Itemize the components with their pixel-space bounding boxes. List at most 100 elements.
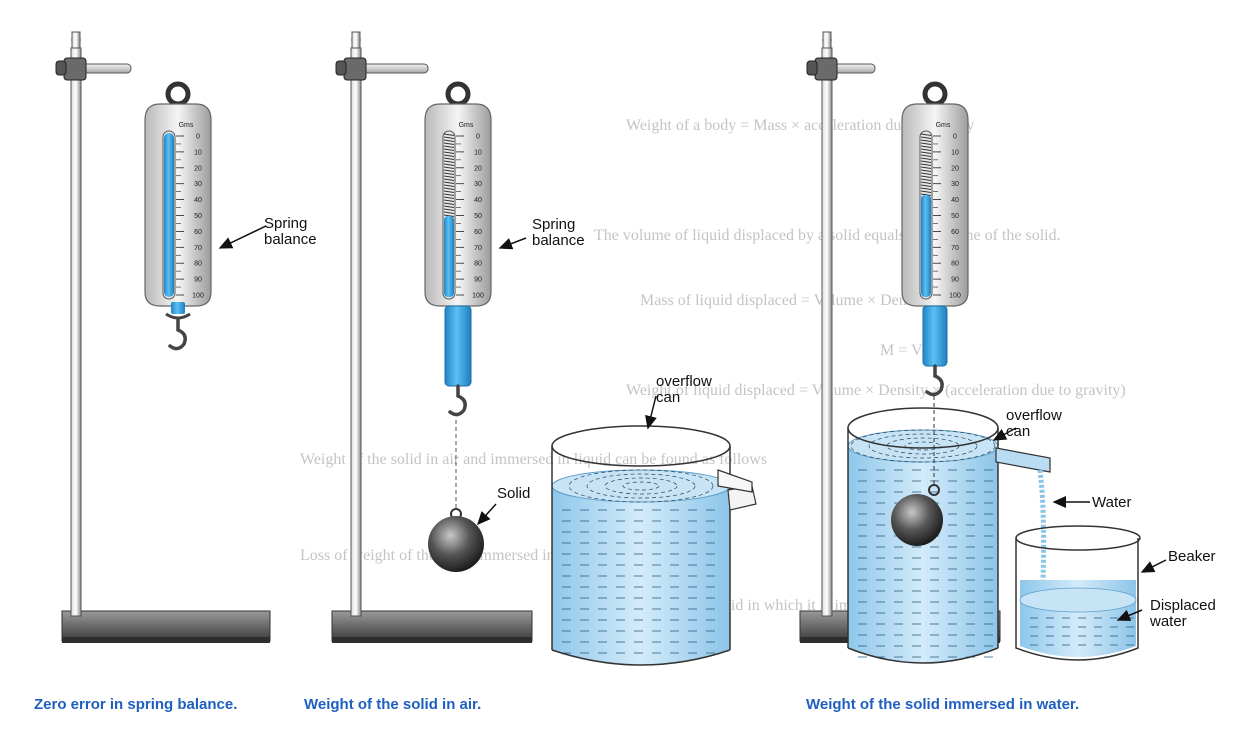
p2-tick-label: 90 [474, 277, 482, 284]
p1-collar [165, 312, 191, 320]
p2-tick-label: 50 [474, 213, 482, 220]
p3-hanging-ring [922, 81, 948, 107]
p2-unit-label: Gms [459, 122, 474, 129]
p3-tick-label: 70 [951, 245, 959, 252]
p2-tick-label: 30 [474, 181, 482, 188]
can1-water-dashes [562, 509, 715, 654]
p1-hanging-ring [165, 81, 191, 107]
p2-tick-label: 40 [474, 197, 482, 204]
p2-rod-top [351, 31, 361, 49]
p3-balance-body [901, 103, 969, 307]
p1-tick-label: 70 [194, 245, 202, 252]
p1-tick-label: 100 [192, 293, 204, 300]
p1-balance-body [144, 103, 212, 307]
p2-indicator [444, 216, 454, 297]
p3-tick-label: 10 [951, 149, 959, 156]
can1-ripple [622, 481, 660, 491]
background-text-line: Mass of liquid displaced = Volume × Dens… [640, 292, 930, 309]
p2-tick-label: 60 [474, 229, 482, 236]
p1-hook [168, 318, 187, 351]
can1-water-body [552, 486, 730, 665]
p2-solid-label: Solid [497, 485, 530, 502]
p2-balance-body [424, 103, 492, 307]
p2-tick-label: 100 [472, 293, 484, 300]
p2-stand-base [331, 610, 533, 642]
can2-ripple [904, 441, 942, 451]
p3-cross-bar [832, 63, 876, 74]
beaker-label: Beaker [1168, 548, 1216, 565]
beaker-water-surface [1019, 587, 1137, 613]
can1-ripple [604, 477, 678, 495]
can1-ripple [586, 473, 696, 499]
p1-stand-rod [70, 47, 82, 617]
p1-tick-label: 0 [196, 134, 200, 141]
p3-indicator [921, 195, 931, 297]
can1-ripple [568, 469, 714, 503]
p2-cross-bar [361, 63, 429, 74]
caption-weight-in-water: Weight of the solid immersed in water. [806, 696, 1080, 713]
displaced-water-arrow [1116, 609, 1143, 621]
can2-ripple [850, 429, 996, 463]
p1-unit-label: Gms [179, 122, 194, 129]
beaker-rim [1015, 525, 1141, 551]
p1-arrow [218, 225, 267, 249]
p2-tick-label: 10 [474, 149, 482, 156]
p3-tick-label: 100 [949, 293, 961, 300]
p1-tick-label: 40 [194, 197, 202, 204]
beaker-arrow [1140, 559, 1167, 573]
p2-tick-label: 20 [474, 165, 482, 172]
beaker-glass [1015, 538, 1139, 661]
caption-zero-error: Zero error in spring balance. [34, 696, 238, 713]
p1-clamp-boss [63, 57, 87, 81]
can2-water-body [848, 446, 998, 663]
p1-tick-label: 80 [194, 261, 202, 268]
p3-tick-label: 50 [951, 213, 959, 220]
p1-rod-top [71, 31, 81, 49]
p3-tick-label: 30 [951, 181, 959, 188]
p2-clamp-boss [343, 57, 367, 81]
p2-hook [448, 384, 467, 417]
p3-tick-label: 40 [951, 197, 959, 204]
p2-hanging-ring [445, 81, 471, 107]
can2-spout [995, 447, 1051, 473]
p2-arrow [498, 237, 527, 250]
p3-clamp-screw [806, 60, 818, 76]
background-text-line: Weight of liquid displaced = Volume × De… [626, 382, 1126, 399]
can2-can-rim [847, 407, 999, 449]
background-text-line: Weight of the solid in air and immersed … [300, 451, 767, 468]
p3-unit-label: Gms [936, 122, 951, 129]
can1-water-surface [551, 469, 731, 503]
caption-weight-in-air: Weight of the solid in air. [304, 696, 482, 713]
p3-tick-label: 60 [951, 229, 959, 236]
can1-can-rim [551, 425, 731, 467]
p3-tick-label: 80 [951, 261, 959, 268]
p1-stand-base [61, 610, 271, 642]
can1-can-bottom [551, 649, 731, 666]
p2-stand-base-edge [332, 637, 532, 643]
p2-solid-arrow [476, 503, 497, 526]
p2-clamp-screw [335, 60, 347, 76]
p2-extension-tube [444, 305, 472, 387]
p1-tick-label: 90 [194, 277, 202, 284]
p3-spring-coil [920, 133, 932, 196]
p1-clamp-screw [55, 60, 67, 76]
p3-stand-rod [821, 47, 833, 617]
p3-hook [925, 364, 944, 397]
p2-tick-label: 0 [476, 134, 480, 141]
p1-tick-label: 20 [194, 165, 202, 172]
p3-clamp-boss [814, 57, 838, 81]
p3-tick-label: 90 [951, 277, 959, 284]
p3-extension-tube [922, 305, 948, 367]
p1-tick-label: 50 [194, 213, 202, 220]
p2-tick-label: 70 [474, 245, 482, 252]
p3-tick-label: 0 [953, 134, 957, 141]
p3-can-arrow [992, 427, 1017, 441]
